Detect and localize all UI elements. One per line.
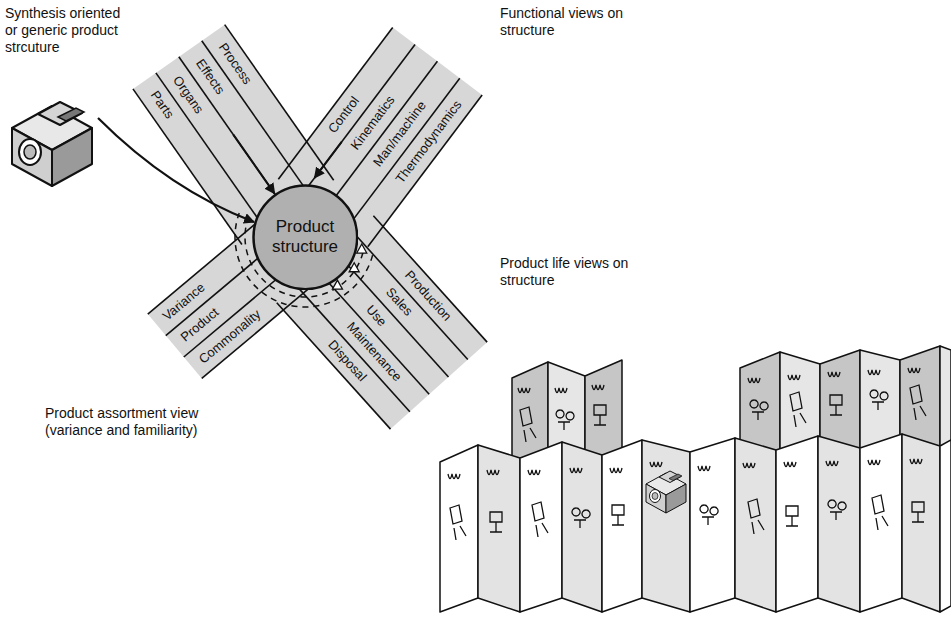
band-divider xyxy=(202,288,309,378)
band-divider xyxy=(225,25,334,181)
ring-marker xyxy=(349,263,359,272)
band-divider xyxy=(202,41,311,197)
band-divider xyxy=(148,224,255,314)
band-divider xyxy=(323,61,437,213)
folded-sheet-front xyxy=(440,434,951,612)
band-divider xyxy=(345,78,459,230)
band-divider xyxy=(156,73,265,229)
view-heading: Functional views on structure xyxy=(500,5,640,39)
view-arms xyxy=(133,25,487,429)
structure-circle: Product structure xyxy=(252,184,359,291)
node-title: Product structure xyxy=(263,217,347,256)
band-divider xyxy=(373,216,487,342)
view-heading: Synthesis oriented or generic product st… xyxy=(5,5,135,55)
view-arrow xyxy=(315,142,342,178)
input-arrow xyxy=(98,118,254,222)
band-divider xyxy=(179,57,288,213)
ring-marker xyxy=(357,244,367,253)
view-heading: Product life views on structure xyxy=(500,255,640,289)
product-sketch xyxy=(12,102,92,186)
view-heading: Product assortment view (variance and fa… xyxy=(45,405,255,439)
band-divider xyxy=(133,89,242,245)
folded-sheet-front-sketches xyxy=(448,459,924,540)
view-arrow xyxy=(233,135,274,194)
band-divider xyxy=(277,303,391,429)
folded-sheet-back-sketches xyxy=(518,368,926,442)
